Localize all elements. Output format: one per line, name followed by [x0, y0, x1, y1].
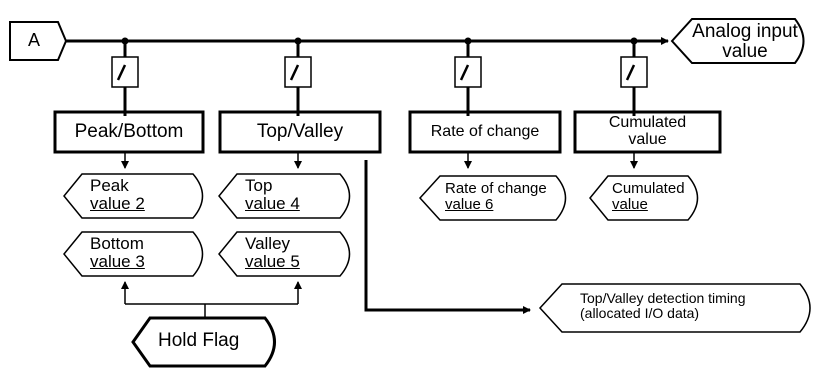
rate-value-line-2: value 6 [445, 195, 494, 213]
branch-3 [454, 41, 482, 116]
hold-flag-label: Hold Flag [158, 330, 240, 351]
timing-line-1: Top/Valley detection timing [580, 290, 746, 306]
branch-1 [111, 41, 139, 116]
top-value-label: Top value 4 [245, 177, 300, 213]
peak-bottom-block: Peak/Bottom [74, 121, 184, 142]
cumulated-value-line-2: value [612, 195, 648, 213]
top-valley-block: Top/Valley [256, 121, 344, 142]
timing-tag [538, 283, 811, 333]
top-value-line-1: Top [245, 176, 273, 195]
top-value-line-2: value 4 [245, 193, 300, 213]
peak-value-tag [63, 173, 204, 219]
valley-value-line-2: value 5 [245, 251, 300, 271]
branch-2 [284, 41, 312, 116]
bus-junction-2 [294, 37, 302, 45]
peak-value-label: Peak value 2 [90, 177, 145, 213]
cumulated-block: Cumulated value [575, 114, 720, 149]
bottom-value-tag [63, 231, 204, 277]
peak-value-line-2: value 2 [90, 193, 145, 213]
analog-output-line-2: value [722, 40, 768, 62]
top-valley-block-box [218, 110, 382, 154]
cumulated-value-tag [589, 175, 699, 221]
timing-line-2: (allocated I/O data) [580, 304, 700, 321]
rate-of-change-block: Rate of change [430, 123, 540, 140]
rate-of-change-block-box [408, 110, 562, 154]
input-a-tag [9, 21, 68, 61]
hold-flag-tag [131, 316, 276, 368]
analog-output-label: Analog input value [680, 22, 810, 62]
analog-output-tag [670, 18, 805, 64]
rate-value-tag [418, 175, 567, 221]
cumulated-block-line-1: Cumulated [608, 114, 687, 131]
bus-junction-3 [464, 37, 472, 45]
valley-value-label: Valley value 5 [245, 235, 300, 271]
peak-value-line-1: Peak [90, 176, 129, 195]
timing-line [364, 160, 531, 314]
rate-value-line-1: Rate of change [445, 180, 547, 197]
valley-value-line-1: Valley [245, 234, 291, 253]
analog-output-line-1: Analog input [692, 21, 798, 42]
cumulated-block-line-2: value [628, 130, 667, 148]
bottom-value-line-2: value 3 [90, 251, 145, 271]
peak-bottom-block-box [53, 110, 205, 154]
top-value-tag [218, 173, 351, 219]
bus-junction-4 [630, 37, 638, 45]
bottom-value-label: Bottom value 3 [90, 235, 145, 271]
rate-value-label: Rate of change value 6 [445, 181, 547, 213]
input-label: A [27, 30, 40, 50]
bus-junction-1 [121, 37, 129, 45]
cumulated-value-line-1: Cumulated [612, 180, 685, 197]
branch-4 [620, 41, 648, 116]
bottom-value-line-1: Bottom [90, 234, 144, 253]
cumulated-value-label: Cumulated value [612, 181, 685, 213]
cumulated-block-box [573, 110, 722, 154]
timing-label: Top/Valley detection timing (allocated I… [580, 291, 746, 320]
valley-value-tag [218, 231, 351, 277]
